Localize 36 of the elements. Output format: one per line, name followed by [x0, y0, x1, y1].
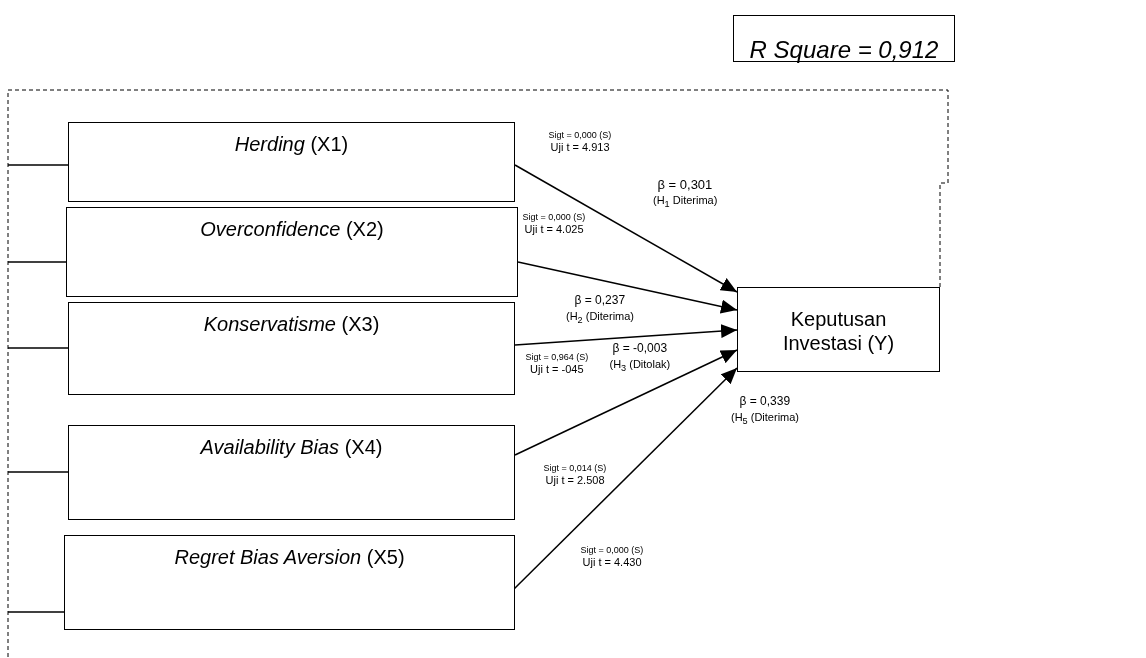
arrow — [514, 349, 738, 456]
significance-label: Sigt = 0,014 (S) — [543, 463, 607, 474]
beta-label: β = -0,003 — [612, 342, 668, 356]
variable-label: Konservatisme (X3) — [202, 313, 381, 336]
variable-box — [68, 302, 515, 395]
variable-label: Overconfidence (X2) — [199, 218, 385, 241]
beta-label: β = 0,339 — [739, 395, 791, 409]
significance-label: Sigt = 0,964 (S) — [525, 352, 589, 363]
variable-label: Herding (X1) — [233, 133, 350, 156]
t-test-label: Uji t = 4.913 — [550, 141, 610, 154]
significance-label: Sigt = 0,000 (S) — [580, 545, 644, 556]
t-test-label: Uji t = -045 — [530, 363, 584, 376]
hypothesis-label: (H$_{2}$ (Diterima) — [566, 310, 635, 326]
variable-label: Regret Bias Aversion (X5) — [173, 546, 406, 569]
arrow — [514, 324, 738, 346]
variable-box — [64, 535, 515, 630]
significance-label: Sigt = 0,000 (S) — [548, 130, 612, 141]
hypothesis-label: (H$_{1}$ Diterima) — [653, 194, 718, 210]
variable-label: Availability Bias (X4) — [198, 436, 384, 459]
t-test-label: Uji t = 4.025 — [524, 223, 584, 236]
r-square-text: R Square = 0,912 — [748, 36, 940, 64]
beta-label: β = 0,237 — [574, 294, 626, 308]
variable-box — [68, 425, 515, 520]
variable-box — [68, 122, 515, 202]
t-test-label: Uji t = 2.508 — [545, 474, 605, 487]
variable-box — [66, 207, 518, 297]
variable-label: Keputusan Investasi (Y) — [781, 307, 896, 355]
beta-label: β = 0,301 — [657, 178, 713, 193]
value-box — [733, 15, 955, 62]
arrow — [514, 164, 738, 293]
arrow — [517, 261, 738, 314]
hypothesis-label: (H$_{5}$ (Diterima) — [731, 411, 800, 427]
hypothesis-label: (H$_{3}$ (Ditolak) — [609, 358, 671, 374]
t-test-label: Uji t = 4.430 — [582, 556, 642, 569]
variable-box — [737, 287, 940, 372]
significance-label: Sigt = 0,000 (S) — [522, 212, 586, 223]
